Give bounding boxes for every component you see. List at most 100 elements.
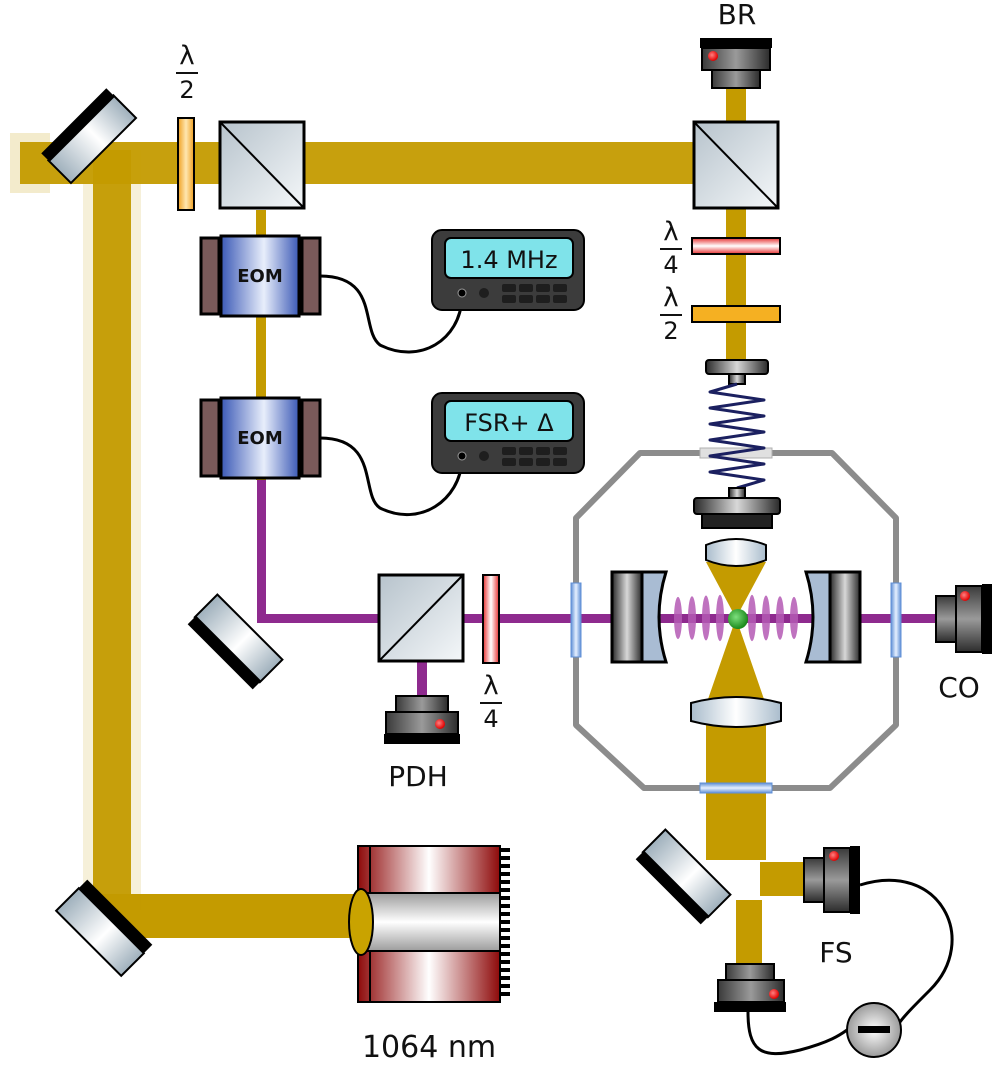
beam-top-horizontal — [20, 142, 740, 184]
lens-bottom — [690, 696, 782, 728]
spring-assembly — [693, 359, 781, 529]
cavity-mirror-left-mount — [610, 570, 644, 664]
beam-purple-horizontal — [257, 614, 947, 623]
label-laser: 1064 nm — [362, 1030, 496, 1065]
standing-wave-lobe — [748, 594, 756, 642]
mirror-purple — [187, 593, 284, 690]
svg-text:2: 2 — [179, 76, 194, 104]
detector-bottom — [714, 963, 786, 1012]
waveplate-quarter-pdh — [482, 574, 500, 664]
generator-top-display: 1.4 MHz — [460, 246, 557, 274]
waveplate-label-quarter-right: λ 4 — [660, 217, 682, 279]
beam-laser-output — [100, 894, 370, 938]
generator-bottom-display: FSR+ Δ — [464, 409, 554, 437]
cable-eom-bottom — [319, 436, 464, 517]
waveplate-label-half-right: λ 2 — [660, 283, 682, 345]
svg-text:λ: λ — [179, 41, 194, 71]
svg-text:λ: λ — [663, 217, 678, 247]
standing-wave-lobe — [702, 595, 710, 641]
cable-fs-subtractor — [859, 878, 954, 1023]
levitated-particle — [728, 609, 748, 629]
detector-fs — [803, 846, 860, 914]
beam-focus-hourglass — [706, 562, 766, 705]
signal-generator-top: 1.4 MHz — [431, 229, 585, 311]
cavity-mirror-right — [803, 570, 832, 664]
optical-cavity — [610, 570, 862, 664]
svg-text:2: 2 — [663, 317, 678, 345]
waveplate-label-half-top-left: λ 2 — [176, 41, 198, 104]
detector-pdh — [384, 695, 460, 744]
vacuum-chamber — [573, 450, 899, 791]
pbs-pdh — [377, 573, 465, 663]
laser-fin — [500, 952, 510, 956]
signal-generator-bottom: FSR+ Δ — [431, 392, 585, 474]
pbs-top-left — [218, 120, 306, 210]
eom-bottom-label: EOM — [237, 428, 283, 449]
laser-fin — [500, 912, 510, 916]
svg-text:4: 4 — [663, 251, 678, 279]
eom-bottom: EOM — [199, 396, 322, 480]
chamber-window-left — [570, 582, 582, 658]
laser-fin — [500, 928, 510, 932]
mirror-top-left — [41, 88, 138, 185]
lens-top — [705, 538, 767, 567]
label-pdh: PDH — [388, 760, 448, 793]
standing-wave-lobe — [688, 596, 696, 640]
waveplate-label-quarter-pdh: λ 4 — [480, 671, 502, 733]
beam-to-bottom-detector — [736, 900, 762, 970]
svg-text:λ: λ — [663, 283, 678, 313]
subtractor-icon — [846, 1002, 902, 1058]
laser-fin — [500, 920, 510, 924]
laser-fin — [500, 960, 510, 964]
standing-wave-lobe — [790, 596, 798, 640]
label-fs: FS — [819, 936, 852, 969]
laser-fin — [500, 944, 510, 948]
laser-fin — [500, 904, 510, 908]
cable-bottom-subtractor — [746, 1011, 848, 1056]
mirror-fs-pickoff — [635, 828, 732, 925]
waveplate-quarter-right — [691, 237, 781, 255]
label-br: BR — [718, 0, 757, 31]
standing-wave — [674, 594, 798, 642]
laser-fin — [500, 992, 510, 996]
beams — [10, 86, 947, 970]
laser-fin — [500, 968, 510, 972]
laser-fin — [500, 888, 510, 892]
laser-1064 — [348, 845, 510, 1003]
standing-wave-lobe — [762, 595, 770, 641]
laser-fin — [500, 976, 510, 980]
beam-eom-path — [256, 210, 266, 480]
label-co: CO — [938, 671, 980, 704]
laser-fin — [500, 864, 510, 868]
cavity-mirror-right-mount — [828, 570, 862, 664]
standing-wave-lobe — [716, 594, 724, 642]
svg-text:4: 4 — [483, 705, 498, 733]
laser-fin — [500, 936, 510, 940]
waveplate-half-right — [691, 305, 781, 323]
beam-to-fs — [760, 862, 810, 896]
chamber-window-right — [890, 582, 902, 658]
chamber-window-bottom — [699, 782, 773, 794]
eom-top: EOM — [199, 234, 322, 318]
cavity-mirror-left — [640, 570, 669, 664]
detector-co — [935, 584, 992, 654]
standing-wave-lobe — [674, 596, 682, 640]
laser-fin — [500, 984, 510, 988]
laser-fin — [500, 872, 510, 876]
waveplate-half-top-left — [177, 117, 195, 211]
detector-br — [700, 38, 772, 89]
beam-purple-vertical — [257, 480, 266, 618]
standing-wave-lobe — [776, 596, 784, 640]
pbs-top-right — [692, 120, 780, 210]
eom-top-label: EOM — [237, 266, 283, 287]
laser-fin — [500, 880, 510, 884]
beam-purple-pdh — [417, 660, 427, 702]
mirror-bottom-left — [54, 879, 153, 978]
laser-fin — [500, 896, 510, 900]
spring-icon — [708, 382, 766, 490]
laser-fin — [500, 856, 510, 860]
cable-eom-top — [319, 274, 464, 354]
laser-fin — [500, 848, 510, 852]
beam-left-vertical — [93, 150, 131, 910]
